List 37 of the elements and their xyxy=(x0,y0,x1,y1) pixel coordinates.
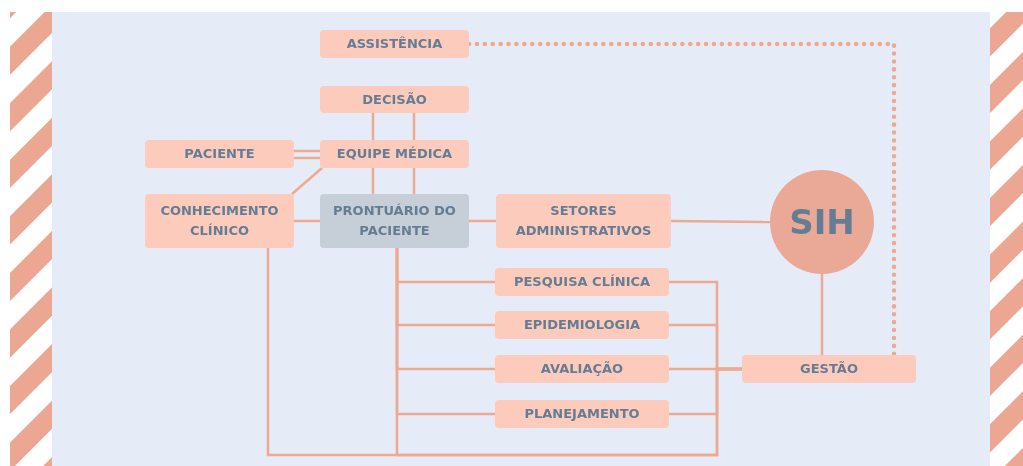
rounded-box xyxy=(145,140,294,168)
rounded-box xyxy=(145,194,294,248)
connector-line xyxy=(820,274,824,355)
rounded-box xyxy=(320,194,469,248)
connector-line xyxy=(291,167,323,195)
rounded-box xyxy=(495,400,669,428)
connector-line xyxy=(294,149,320,153)
rounded-box xyxy=(320,140,469,168)
rounded-box xyxy=(495,355,669,383)
node-label: SETORES ADMINISTRATIVOS xyxy=(514,202,653,240)
connector-line xyxy=(671,219,770,224)
node-label: PESQUISA CLÍNICA xyxy=(513,273,651,291)
node-label: ASSISTÊNCIA xyxy=(346,35,443,53)
connector-line xyxy=(412,168,416,194)
node-label: CONHECIMENTO CLÍNICO xyxy=(159,202,280,240)
rounded-box xyxy=(742,355,916,383)
rounded-box xyxy=(495,268,669,296)
node-label: PRONTUÁRIO DO PACIENTE xyxy=(332,202,457,240)
connector-line xyxy=(371,168,375,194)
node-label: DECISÃO xyxy=(362,90,427,109)
node-label: PLANEJAMENTO xyxy=(524,405,640,423)
node-label: EPIDEMIOLOGIA xyxy=(523,316,641,334)
connector-line xyxy=(469,219,496,223)
node-label: EQUIPE MÉDICA xyxy=(336,145,453,163)
node-label: SIH xyxy=(789,202,855,242)
connector-line xyxy=(412,113,416,140)
connector-line xyxy=(371,113,375,140)
connector-line xyxy=(294,156,320,160)
rounded-box xyxy=(496,194,671,248)
node-label: GESTÃO xyxy=(800,360,858,378)
connector-line xyxy=(395,248,742,457)
node-label: AVALIAÇÃO xyxy=(540,360,624,378)
connector-line xyxy=(294,219,320,223)
node-label: PACIENTE xyxy=(184,145,255,163)
rounded-box xyxy=(320,30,469,58)
rounded-box xyxy=(495,311,669,339)
rounded-box xyxy=(320,86,469,113)
